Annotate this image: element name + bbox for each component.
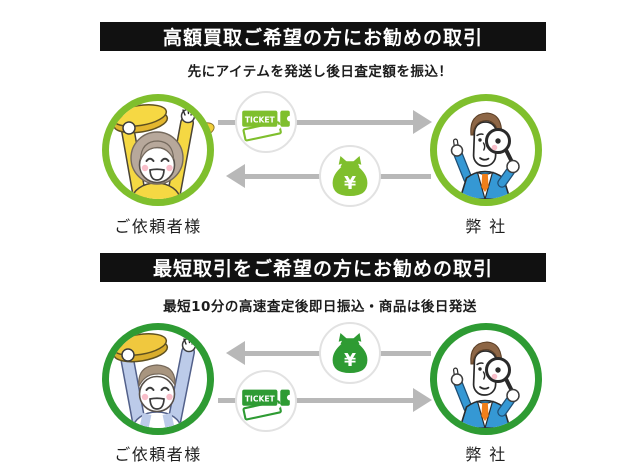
arrow-head-right [413, 110, 432, 134]
client-label: ご依頼者様 [114, 217, 202, 236]
money-bag-icon: ¥ [332, 333, 368, 373]
company-label: 弊 社 [465, 217, 507, 236]
banner-title: 最短取引をご希望の方にお勧めの取引 [152, 258, 493, 280]
ticket-badge: TICKET [235, 91, 297, 153]
man-celebrating-illustration [112, 333, 197, 428]
banner-title: 高額買取ご希望の方にお勧めの取引 [162, 27, 483, 49]
client-label: ご依頼者様 [114, 445, 202, 464]
company-avatar [430, 94, 542, 206]
man-magnifier-illustration [450, 112, 520, 199]
section-subtitle: 先にアイテムを発送し後日査定額を振込！ [187, 64, 453, 80]
section-banner: 最短取引をご希望の方にお勧めの取引 [100, 253, 546, 282]
money-bag-icon: ¥ [332, 156, 368, 196]
yen-text: ¥ [344, 174, 356, 194]
money-badge: ¥ [319, 322, 381, 384]
arrow-line [218, 120, 415, 125]
man-magnifier-illustration [450, 341, 520, 428]
woman-celebrating-illustration [112, 104, 196, 199]
section-banner: 高額買取ご希望の方にお勧めの取引 [100, 22, 546, 51]
ticket-icon: TICKET [242, 108, 292, 142]
money-badge: ¥ [319, 145, 381, 207]
client-avatar [102, 323, 214, 435]
gold-coin [112, 104, 169, 134]
ticket-badge: TICKET [235, 370, 297, 432]
client-avatar [102, 94, 214, 206]
arrow-head-left [226, 164, 245, 188]
ticket-icon: TICKET [242, 387, 292, 421]
ticket-text: TICKET [245, 394, 276, 403]
arrow-head-right [413, 388, 432, 412]
gold-coin [112, 333, 169, 363]
arrow-line [218, 398, 415, 403]
company-avatar [430, 323, 542, 435]
yen-text: ¥ [344, 351, 356, 371]
company-label: 弊 社 [465, 445, 507, 464]
ticket-text: TICKET [245, 115, 276, 124]
section-subtitle: 最短10分の高速査定後即日振込・商品は後日発送 [163, 299, 477, 315]
arrow-head-left [226, 341, 245, 365]
